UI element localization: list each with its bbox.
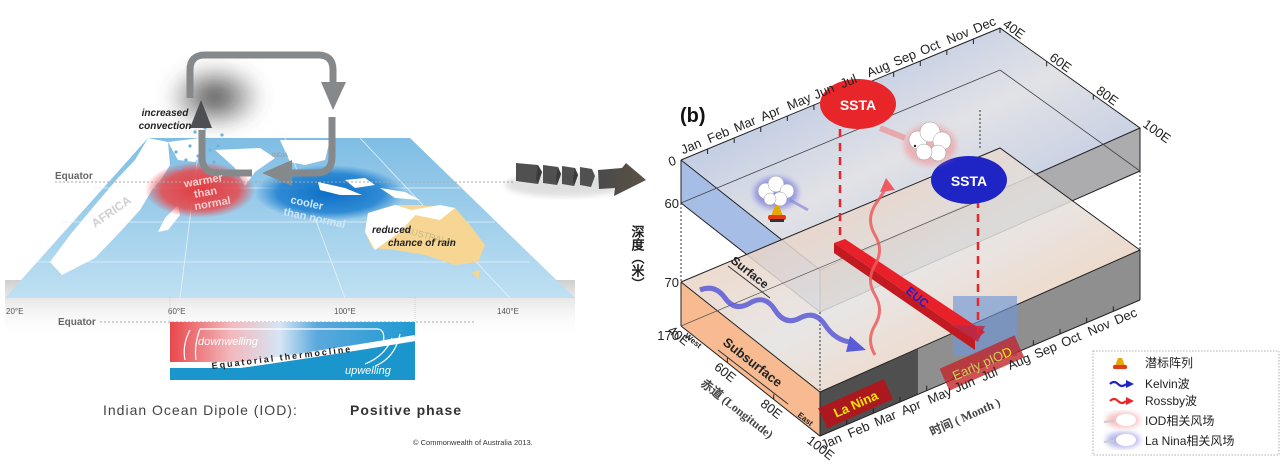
downward-arrow-head-icon <box>321 82 346 110</box>
diagram-title: Indian Ocean Dipole (IOD): <box>103 402 298 418</box>
legend-iod-wind-cloud-icon <box>1103 412 1140 428</box>
lon-tick-20e: 20°E <box>6 307 23 316</box>
india-label: INDIA <box>272 153 288 159</box>
convection-label-2: convection <box>139 121 192 132</box>
tasmania-landmass <box>472 270 480 280</box>
month-label-top-jun: Jun <box>811 80 836 102</box>
walker-circulation-arrow <box>186 51 337 177</box>
warm-ssta-label: SSTA <box>840 97 876 113</box>
kelvin-wave-arrow-head-icon <box>846 336 866 352</box>
cool-ssta-label: SSTA <box>951 173 987 189</box>
iod-enso-3d-schematic: La Nina Early pIOD EUC SSTA SSTA <box>630 13 1280 463</box>
reduced-rain-label-2: chance of rain <box>388 238 456 249</box>
copyright-notice: © Commonwealth of Australia 2013. <box>413 438 533 447</box>
depth-tick-60: 60 <box>665 196 679 211</box>
legend: 潜标阵列 Kelvin波 Rossby波 IOD相关风场 La Nina相关风场 <box>1092 350 1280 456</box>
longitude-tick-labels: 20°E 60°E 100°E 140°E <box>6 307 519 316</box>
iod-positive-phase-diagram: Equator increased convection INDIA AFRIC… <box>5 51 575 447</box>
warmer-text-2: than <box>193 185 218 201</box>
equator-label-top: Equator <box>55 171 93 182</box>
lon-tick-100e: 100°E <box>334 307 356 316</box>
month-label-top-apr: Apr <box>758 102 783 124</box>
month-label-bottom-jul: Jul <box>979 364 1000 384</box>
panel-label: (b) <box>680 105 706 127</box>
rossby-wave <box>869 184 890 356</box>
month-label-top-jan: Jan <box>678 135 703 157</box>
depth-tick-70: 70 <box>665 275 679 290</box>
depth-tick-0: 0 <box>666 153 678 170</box>
downwelling-label: downwelling <box>198 336 259 348</box>
subsurface-layer-west-face <box>681 282 820 436</box>
indonesia-islands <box>318 178 420 200</box>
buoy-icon <box>768 206 786 222</box>
kelvin-wave <box>699 285 851 345</box>
westward-arrow-head-icon <box>262 160 292 186</box>
australia-north-landmass <box>400 205 455 220</box>
longitude-ticks-bottom <box>726 357 775 400</box>
lon-tick-60e: 60°E <box>168 307 185 316</box>
depth-axis-label: 深度（米） <box>630 224 646 290</box>
thermocline-cross-section: downwelling upwelling Equatorial thermoc… <box>170 322 416 380</box>
transition-arrow-icon <box>505 163 646 197</box>
india-landmass <box>215 148 275 186</box>
iod-wind-cloud-icon <box>878 121 956 165</box>
month-label-bottom-oct: Oct <box>1059 328 1084 350</box>
legend-label-buoy: 潜标阵列 <box>1145 356 1193 370</box>
cool-ssta-ellipse <box>931 156 1007 204</box>
legend-buoy-icon <box>1113 358 1127 369</box>
cool-sst-patch <box>255 165 405 221</box>
longitude-ticks-top <box>1046 61 1094 100</box>
legend-kelvin-wave-icon <box>1109 380 1134 388</box>
lon-tick-140e: 140°E <box>497 307 519 316</box>
depth-connectors <box>680 110 1141 392</box>
africa-landmass <box>50 138 170 275</box>
legend-label-rossby: Rossby波 <box>1145 394 1197 408</box>
la-nina-wind-cloud-icon <box>754 175 809 212</box>
upwelling-label: upwelling <box>345 365 392 377</box>
upward-arrow-head-icon <box>190 100 212 128</box>
legend-rossby-wave-icon <box>1109 397 1134 405</box>
month-label-top-oct: Oct <box>918 36 943 58</box>
se-asia-landmass <box>280 140 330 165</box>
legend-label-la-nina-wind: La Nina相关风场 <box>1145 434 1234 448</box>
legend-label-iod-wind: IOD相关风场 <box>1145 414 1214 428</box>
subsurface-layer-top-face <box>681 148 1140 392</box>
reduced-rain-label-1: reduced <box>372 225 412 236</box>
convection-label-1: increased <box>142 108 190 119</box>
equator-label-bottom: Equator <box>58 317 96 328</box>
warm-ssta-ellipse <box>820 79 896 129</box>
legend-label-kelvin: Kelvin波 <box>1145 377 1190 391</box>
australia-west-landmass <box>365 205 418 250</box>
diagram-title-phase: Positive phase <box>350 402 462 418</box>
depth-tick-labels: 0 60 70 170 <box>657 153 679 343</box>
depth-tick-170: 170 <box>657 328 679 343</box>
rossby-wave-arrow-head-icon <box>880 178 895 192</box>
lon-label-top-100e: 100E <box>1140 116 1174 146</box>
month-label-top-jul: Jul <box>838 71 859 91</box>
legend-la-nina-wind-cloud-icon <box>1103 432 1140 448</box>
arabia-landmass <box>168 138 205 162</box>
